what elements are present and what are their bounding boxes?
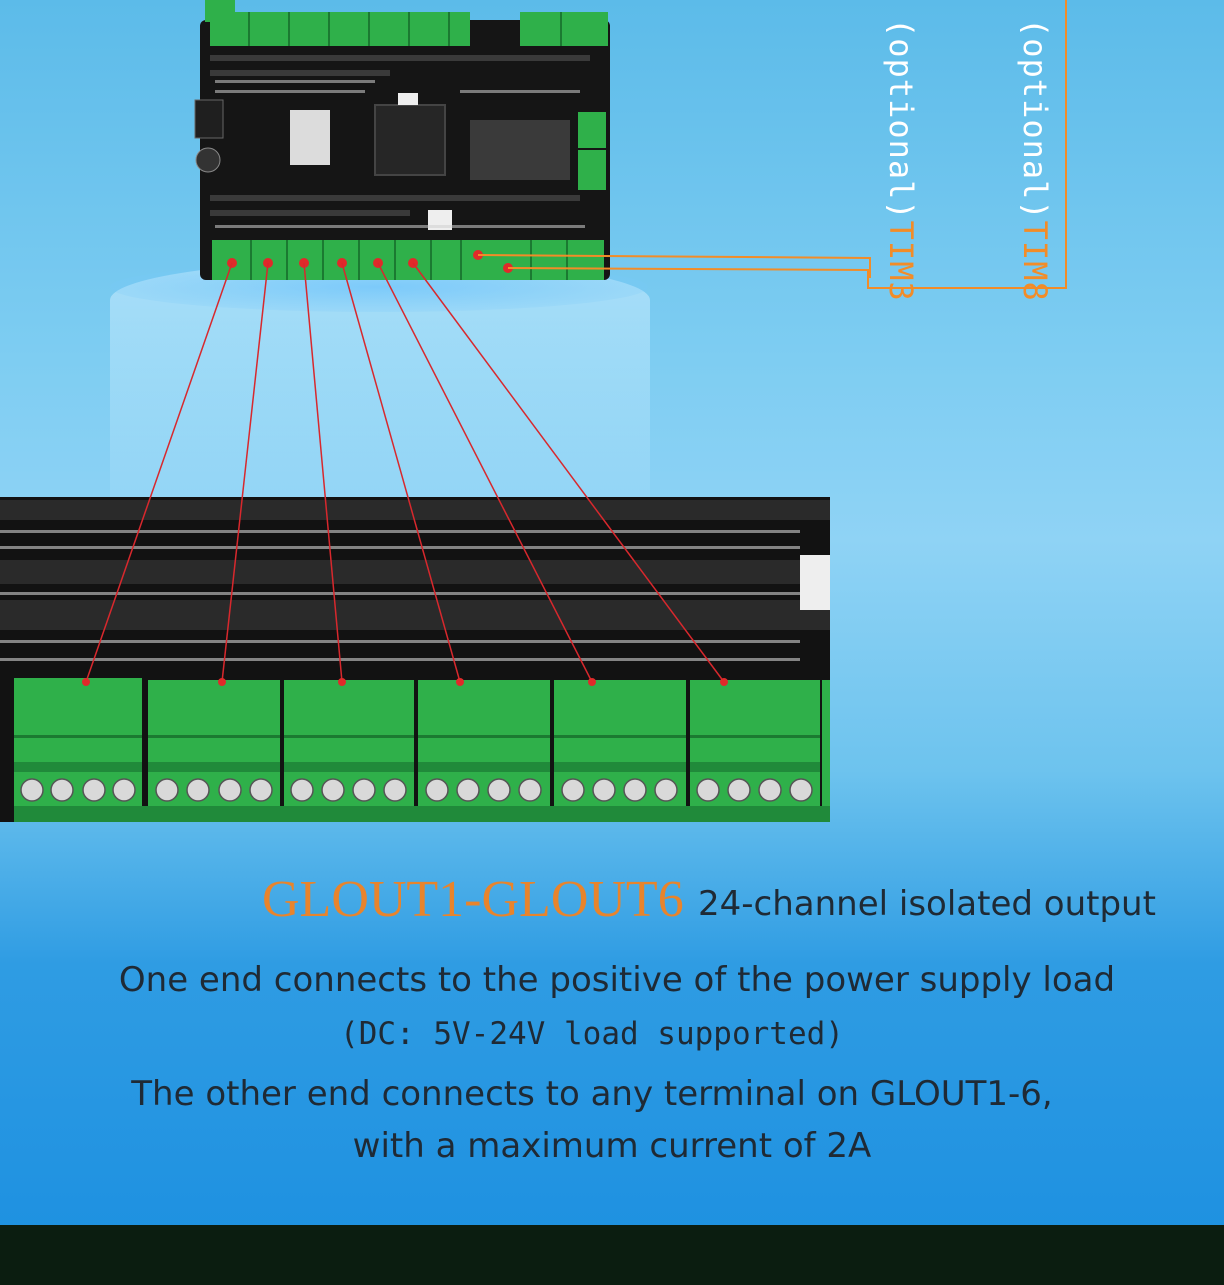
side-connector — [800, 555, 830, 610]
relay-module — [290, 110, 330, 165]
connection-instruction-1: One end connects to the positive of the … — [118, 960, 1116, 1000]
tim8-optional: (optional) — [1016, 18, 1054, 221]
output-description: 24-channel isolated output — [698, 884, 1156, 924]
capacitor — [195, 147, 221, 173]
tim8-name: TIM8 — [1016, 220, 1054, 302]
tim3-optional: (optional) — [882, 18, 920, 221]
voltage-note: (DC: 5V-24V load supported) — [340, 1016, 844, 1052]
mcu-chip — [374, 104, 446, 176]
current-limit-note: with a maximum current of 2A — [352, 1126, 872, 1166]
bottom-terminal-strip — [212, 240, 604, 280]
glout-range-title: GLOUT1-GLOUT6 — [262, 871, 684, 928]
zoomed-output-board — [0, 497, 830, 822]
tim8-label: (optional)TIM8 — [1016, 18, 1054, 302]
connection-instruction-2: The other end connects to any terminal o… — [131, 1074, 1053, 1114]
timer-callouts — [477, 0, 1067, 289]
screw-terminals — [20, 778, 813, 802]
footer-bar — [0, 1225, 1224, 1285]
tim3-label: (optional)TIM3 — [882, 18, 920, 302]
top-terminal-strip — [205, 0, 608, 46]
controller-board — [194, 0, 610, 280]
connection-wires — [85, 262, 725, 683]
tim3-name: TIM3 — [882, 220, 920, 302]
